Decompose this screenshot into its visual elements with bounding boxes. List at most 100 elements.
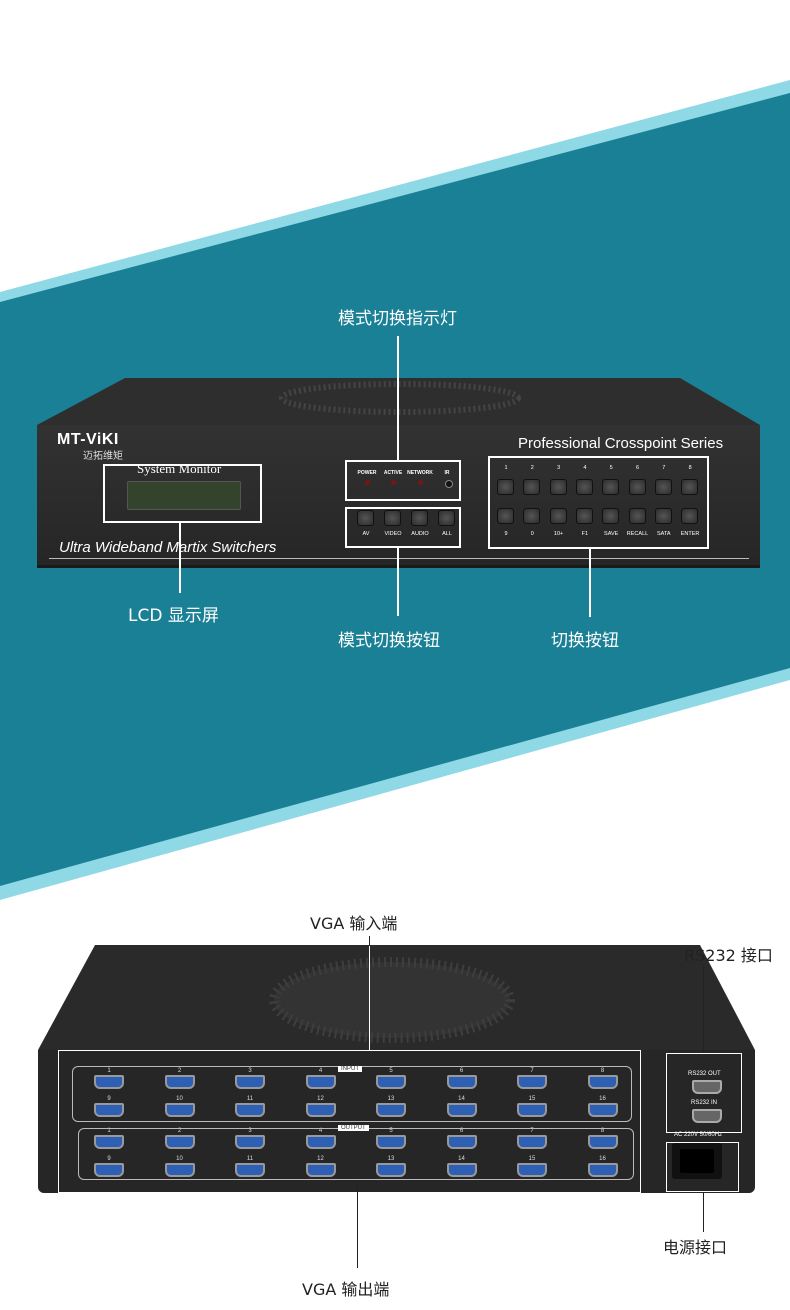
switch-button-label: 10+ xyxy=(553,531,564,537)
output-port-label: 5 xyxy=(389,1128,393,1134)
output-vga-port xyxy=(94,1163,124,1177)
rs232-out-label: RS232 OUT xyxy=(688,1071,721,1077)
switch-button-5[interactable] xyxy=(602,479,620,495)
input-vga-port xyxy=(517,1103,547,1117)
output-vga-port xyxy=(305,1163,336,1177)
lcd-leader xyxy=(179,523,181,593)
switch-button-enter[interactable] xyxy=(681,508,699,524)
switch-button-10+[interactable] xyxy=(549,508,567,524)
mode-button-audio[interactable] xyxy=(411,510,428,526)
mode-button-all[interactable] xyxy=(438,510,455,526)
indicator-label: NETWORK xyxy=(407,470,433,476)
switch-button-label: RECALL xyxy=(626,531,649,537)
output-vga-port xyxy=(587,1163,618,1177)
input-port-label: 8 xyxy=(600,1068,605,1074)
mode-button-label: AUDIO xyxy=(411,531,429,537)
switch-button-sata[interactable] xyxy=(654,508,672,524)
input-vga-port xyxy=(305,1103,336,1117)
switch-button-3[interactable] xyxy=(549,479,567,495)
switch-leader xyxy=(589,549,591,617)
input-vga-port xyxy=(235,1103,265,1117)
series-title: Professional Crosspoint Series xyxy=(518,435,724,452)
output-vga-port xyxy=(446,1135,477,1149)
input-vga-port xyxy=(305,1075,336,1089)
switch-button-label: SAVE xyxy=(604,531,619,537)
output-tag: OUTPUT xyxy=(338,1125,369,1131)
vga-in-leader-top xyxy=(369,936,370,946)
input-port-label: 15 xyxy=(528,1096,536,1102)
vga-out-leader xyxy=(357,1180,358,1268)
output-vga-port xyxy=(235,1163,265,1177)
output-vga-port xyxy=(164,1135,195,1149)
switch-button-label: 0 xyxy=(530,531,534,537)
input-vga-port xyxy=(446,1075,477,1089)
output-port-label: 11 xyxy=(246,1156,254,1162)
input-port-label: 11 xyxy=(246,1096,254,1102)
switch-button-f1[interactable] xyxy=(575,508,593,524)
input-port-label: 7 xyxy=(530,1068,534,1074)
switch-button-9[interactable] xyxy=(497,508,514,524)
rs232-highlight xyxy=(666,1053,742,1133)
mode-button-label: ALL xyxy=(442,531,452,537)
switch-button-label: F1 xyxy=(581,531,589,537)
callout-rs232: RS232 接口 xyxy=(684,946,773,965)
output-port-label: 9 xyxy=(107,1156,111,1162)
output-vga-port xyxy=(446,1163,477,1177)
input-port-label: 1 xyxy=(107,1068,111,1074)
power-socket xyxy=(672,1143,722,1179)
mode-button-highlight xyxy=(345,507,461,548)
input-vga-port xyxy=(376,1103,406,1117)
output-vga-port xyxy=(587,1135,618,1149)
mode-button-video[interactable] xyxy=(384,510,401,526)
output-vga-port xyxy=(305,1135,336,1149)
callout-lcd: LCD 显示屏 xyxy=(128,606,219,626)
switch-button-label: SATA xyxy=(657,531,671,537)
switch-button-6[interactable] xyxy=(628,479,646,495)
input-vga-port xyxy=(517,1075,547,1089)
switch-button-1[interactable] xyxy=(497,479,514,495)
switch-button-label: ENTER xyxy=(680,531,700,537)
rs232-in-label: RS232 IN xyxy=(691,1100,718,1106)
switch-button-7[interactable] xyxy=(654,479,672,495)
switch-button-label: 5 xyxy=(609,465,613,471)
output-port-label: 3 xyxy=(248,1128,252,1134)
switch-button-label: 2 xyxy=(530,465,534,471)
rs232-leader xyxy=(703,965,704,1053)
callout-vga-in: VGA 输入端 xyxy=(310,914,398,933)
input-port-label: 9 xyxy=(107,1096,111,1102)
input-port-label: 16 xyxy=(599,1096,606,1102)
input-vga-port xyxy=(446,1103,477,1117)
rs232-out-port xyxy=(692,1080,722,1094)
indicator-label: POWER xyxy=(357,470,377,476)
brand-logo: MT-ViKI xyxy=(57,431,119,448)
output-port-label: 13 xyxy=(387,1156,395,1162)
output-port-label: 10 xyxy=(176,1156,183,1162)
switch-button-label: 3 xyxy=(557,465,561,471)
output-port-label: 2 xyxy=(177,1128,182,1134)
output-port-label: 4 xyxy=(318,1128,323,1134)
mode-button-av[interactable] xyxy=(357,510,374,526)
output-port-label: 12 xyxy=(317,1156,324,1162)
mode-button-label: VIDEO xyxy=(384,531,402,537)
power-highlight xyxy=(666,1142,739,1192)
ac-label: AC 220V 50/60Hz xyxy=(674,1132,723,1138)
ir-sensor xyxy=(445,480,453,488)
output-vga-port xyxy=(235,1135,265,1149)
output-port-label: 8 xyxy=(600,1128,605,1134)
output-port-label: 14 xyxy=(458,1156,465,1162)
switch-button-0[interactable] xyxy=(523,508,541,524)
output-port-label: 7 xyxy=(530,1128,534,1134)
slogan: Ultra Wideband Martix Switchers xyxy=(59,539,277,556)
input-port-label: 13 xyxy=(387,1096,395,1102)
input-vga-port xyxy=(94,1075,124,1089)
switch-button-2[interactable] xyxy=(523,479,541,495)
switch-button-8[interactable] xyxy=(681,479,699,495)
input-port-label: 12 xyxy=(317,1096,324,1102)
input-vga-port xyxy=(376,1075,406,1089)
switch-button-4[interactable] xyxy=(575,479,593,495)
switch-button-recall[interactable] xyxy=(628,508,646,524)
switch-button-save[interactable] xyxy=(602,508,620,524)
indicator-leader xyxy=(397,336,399,460)
indicator-led xyxy=(391,480,396,485)
switch-button-label: 9 xyxy=(504,531,508,537)
